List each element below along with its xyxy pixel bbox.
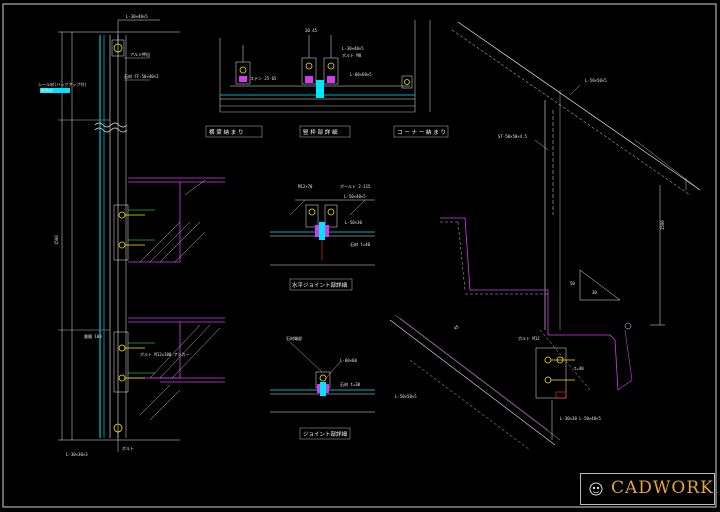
joint-detail-upper: M12×70 ボールト 2-115 L-50×40×5 L-50×30 石材 t…	[270, 183, 375, 291]
logo-emblem-icon	[589, 482, 603, 496]
svg-text:45: 45	[453, 324, 460, 331]
svg-text:L-30×40×5: L-30×40×5	[342, 46, 364, 51]
svg-text:L-60×60×5: L-60×60×5	[350, 72, 372, 77]
svg-text:t=40: t=40	[574, 366, 584, 371]
total-height-dimension: 1500	[54, 235, 59, 245]
svg-text:ボルト: ボルト	[122, 445, 134, 451]
svg-text:断熱材: 断熱材	[41, 87, 53, 93]
caption-plan-center: 竪 枠 部 詳 細	[303, 128, 338, 136]
angle-dimension: 30	[592, 290, 597, 295]
svg-text:L-50×50×5: L-50×50×5	[585, 78, 607, 83]
svg-text:L-30×30×3: L-30×30×3	[66, 452, 88, 457]
svg-text:ボールト 2-115: ボールト 2-115	[340, 183, 371, 189]
brand-logo: CADWORK	[580, 473, 715, 505]
caption-plan-right: コ ー ナ ー 納 ま り	[397, 128, 446, 136]
svg-text:ボルト M12: ボルト M12	[518, 335, 540, 341]
svg-text:ステン 25-65: ステン 25-65	[250, 75, 277, 81]
svg-text:石材 FF-50×40×2: 石材 FF-50×40×2	[124, 73, 159, 79]
svg-text:20 45: 20 45	[305, 28, 318, 33]
vertical-section-detail: L-30×40×5 アルミ押出 石材 FF-50×40×2 シール材(バックアッ…	[38, 14, 225, 457]
brand-name: CADWORK	[611, 478, 714, 498]
svg-text:ボルト M12×100 アンカー: ボルト M12×100 アンカー	[140, 351, 190, 357]
svg-text:層間 100: 層間 100	[84, 333, 102, 339]
svg-text:L-50×50×5: L-50×50×5	[395, 394, 417, 399]
sloped-section-detail: L-50×50×5 ST-50×50×4.5 1500 30 50 L-50×5…	[389, 21, 701, 451]
caption-plan-left: 横 梁 納 ま り	[209, 128, 244, 136]
sheet-border	[2, 3, 717, 508]
svg-text:L-30×40×5: L-30×40×5	[126, 14, 148, 19]
plan-details-top: ステン 25-65 20 45 L-30×40×5 ボルト M8 L-60×60…	[205, 20, 449, 138]
caption-joint-upper: 水平ジョイント部詳細	[292, 281, 348, 289]
caption-joint-lower: ジョイント部詳細	[303, 430, 348, 438]
svg-text:アルミ押出: アルミ押出	[130, 51, 150, 57]
svg-text:石材 t=30: 石材 t=30	[340, 381, 361, 387]
svg-text:シール材(バックアップ付): シール材(バックアップ付)	[38, 81, 87, 87]
svg-text:ST-50×50×4.5: ST-50×50×4.5	[498, 134, 527, 139]
svg-text:L-60×60: L-60×60	[340, 358, 357, 363]
svg-text:ボルト M8: ボルト M8	[342, 52, 362, 58]
svg-text:L-30×30 L-50×40×5: L-30×30 L-50×40×5	[560, 416, 602, 421]
svg-text:石材 t=40: 石材 t=40	[350, 241, 371, 247]
svg-text:50: 50	[570, 281, 575, 286]
svg-text:1500: 1500	[660, 220, 665, 230]
joint-detail-lower: 石材端部 L-60×60 石材 t=30 ジョイント部詳細	[270, 335, 375, 440]
svg-text:M12×70: M12×70	[298, 184, 313, 189]
svg-text:石材端部: 石材端部	[286, 335, 302, 341]
svg-text:L-50×40×5: L-50×40×5	[344, 194, 366, 199]
svg-text:L-50×30: L-50×30	[345, 220, 362, 225]
